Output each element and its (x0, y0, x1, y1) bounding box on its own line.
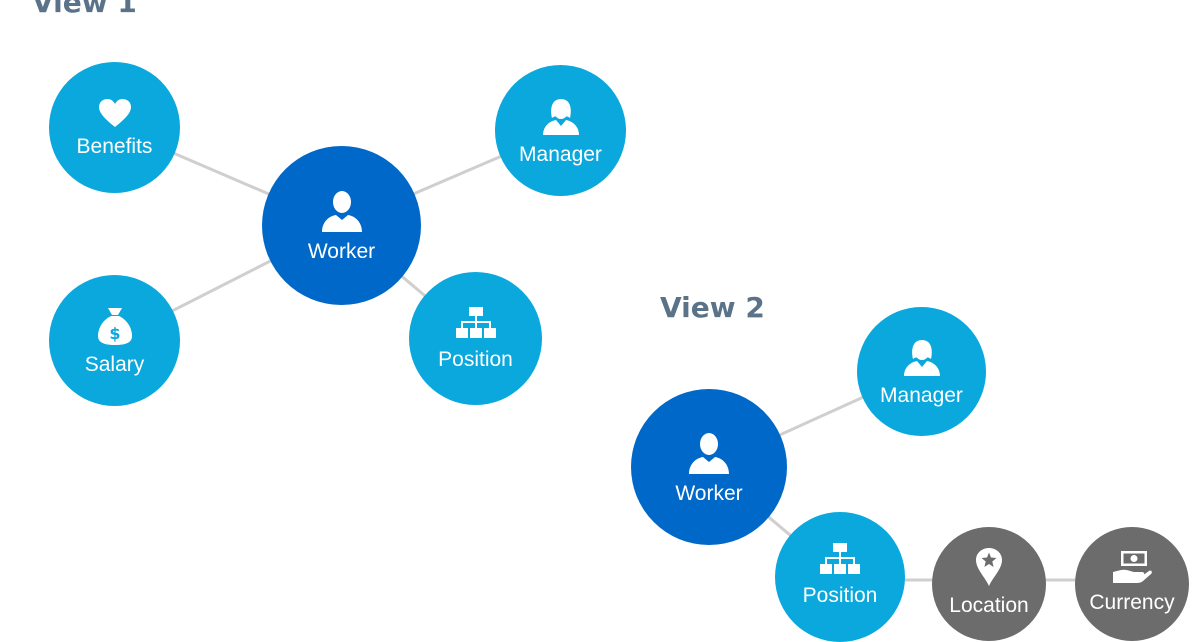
salary-node[interactable]: $ Salary (49, 275, 180, 406)
benefits-label: Benefits (76, 135, 153, 158)
heart-icon (98, 99, 131, 127)
manager-icon (903, 340, 940, 376)
money-bag-icon: $ (97, 308, 132, 345)
org-chart-icon (820, 542, 860, 574)
view1-title: View 1 (32, 0, 137, 19)
manager-label: Manager (519, 143, 602, 166)
org-chart-icon (455, 307, 496, 338)
location-pin-icon (976, 547, 1002, 586)
currency-hand-icon (1113, 550, 1152, 583)
worker-node[interactable]: Worker (262, 146, 421, 305)
worker-label: Worker (307, 240, 376, 263)
view2-title: View 2 (660, 291, 765, 324)
person-icon (321, 191, 362, 232)
benefits-node[interactable]: Benefits (49, 62, 180, 193)
worker-label-v2: Worker (675, 481, 743, 505)
svg-text:$: $ (109, 324, 120, 343)
salary-label: Salary (84, 353, 145, 376)
location-label: Location (949, 593, 1029, 617)
manager-label-v2: Manager (880, 384, 963, 407)
person-icon (689, 432, 729, 474)
position-label-v2: Position (802, 583, 878, 607)
worker-node-v2[interactable]: Worker (631, 389, 787, 545)
position-node[interactable]: Position (409, 272, 542, 405)
currency-node[interactable]: Currency (1075, 527, 1189, 641)
currency-label: Currency (1089, 590, 1175, 614)
position-label: Position (438, 348, 513, 371)
position-node-v2[interactable]: Position (775, 512, 905, 642)
manager-icon (542, 99, 579, 135)
manager-node[interactable]: Manager (495, 65, 626, 196)
location-node[interactable]: Location (932, 527, 1046, 641)
manager-node-v2[interactable]: Manager (857, 307, 986, 436)
